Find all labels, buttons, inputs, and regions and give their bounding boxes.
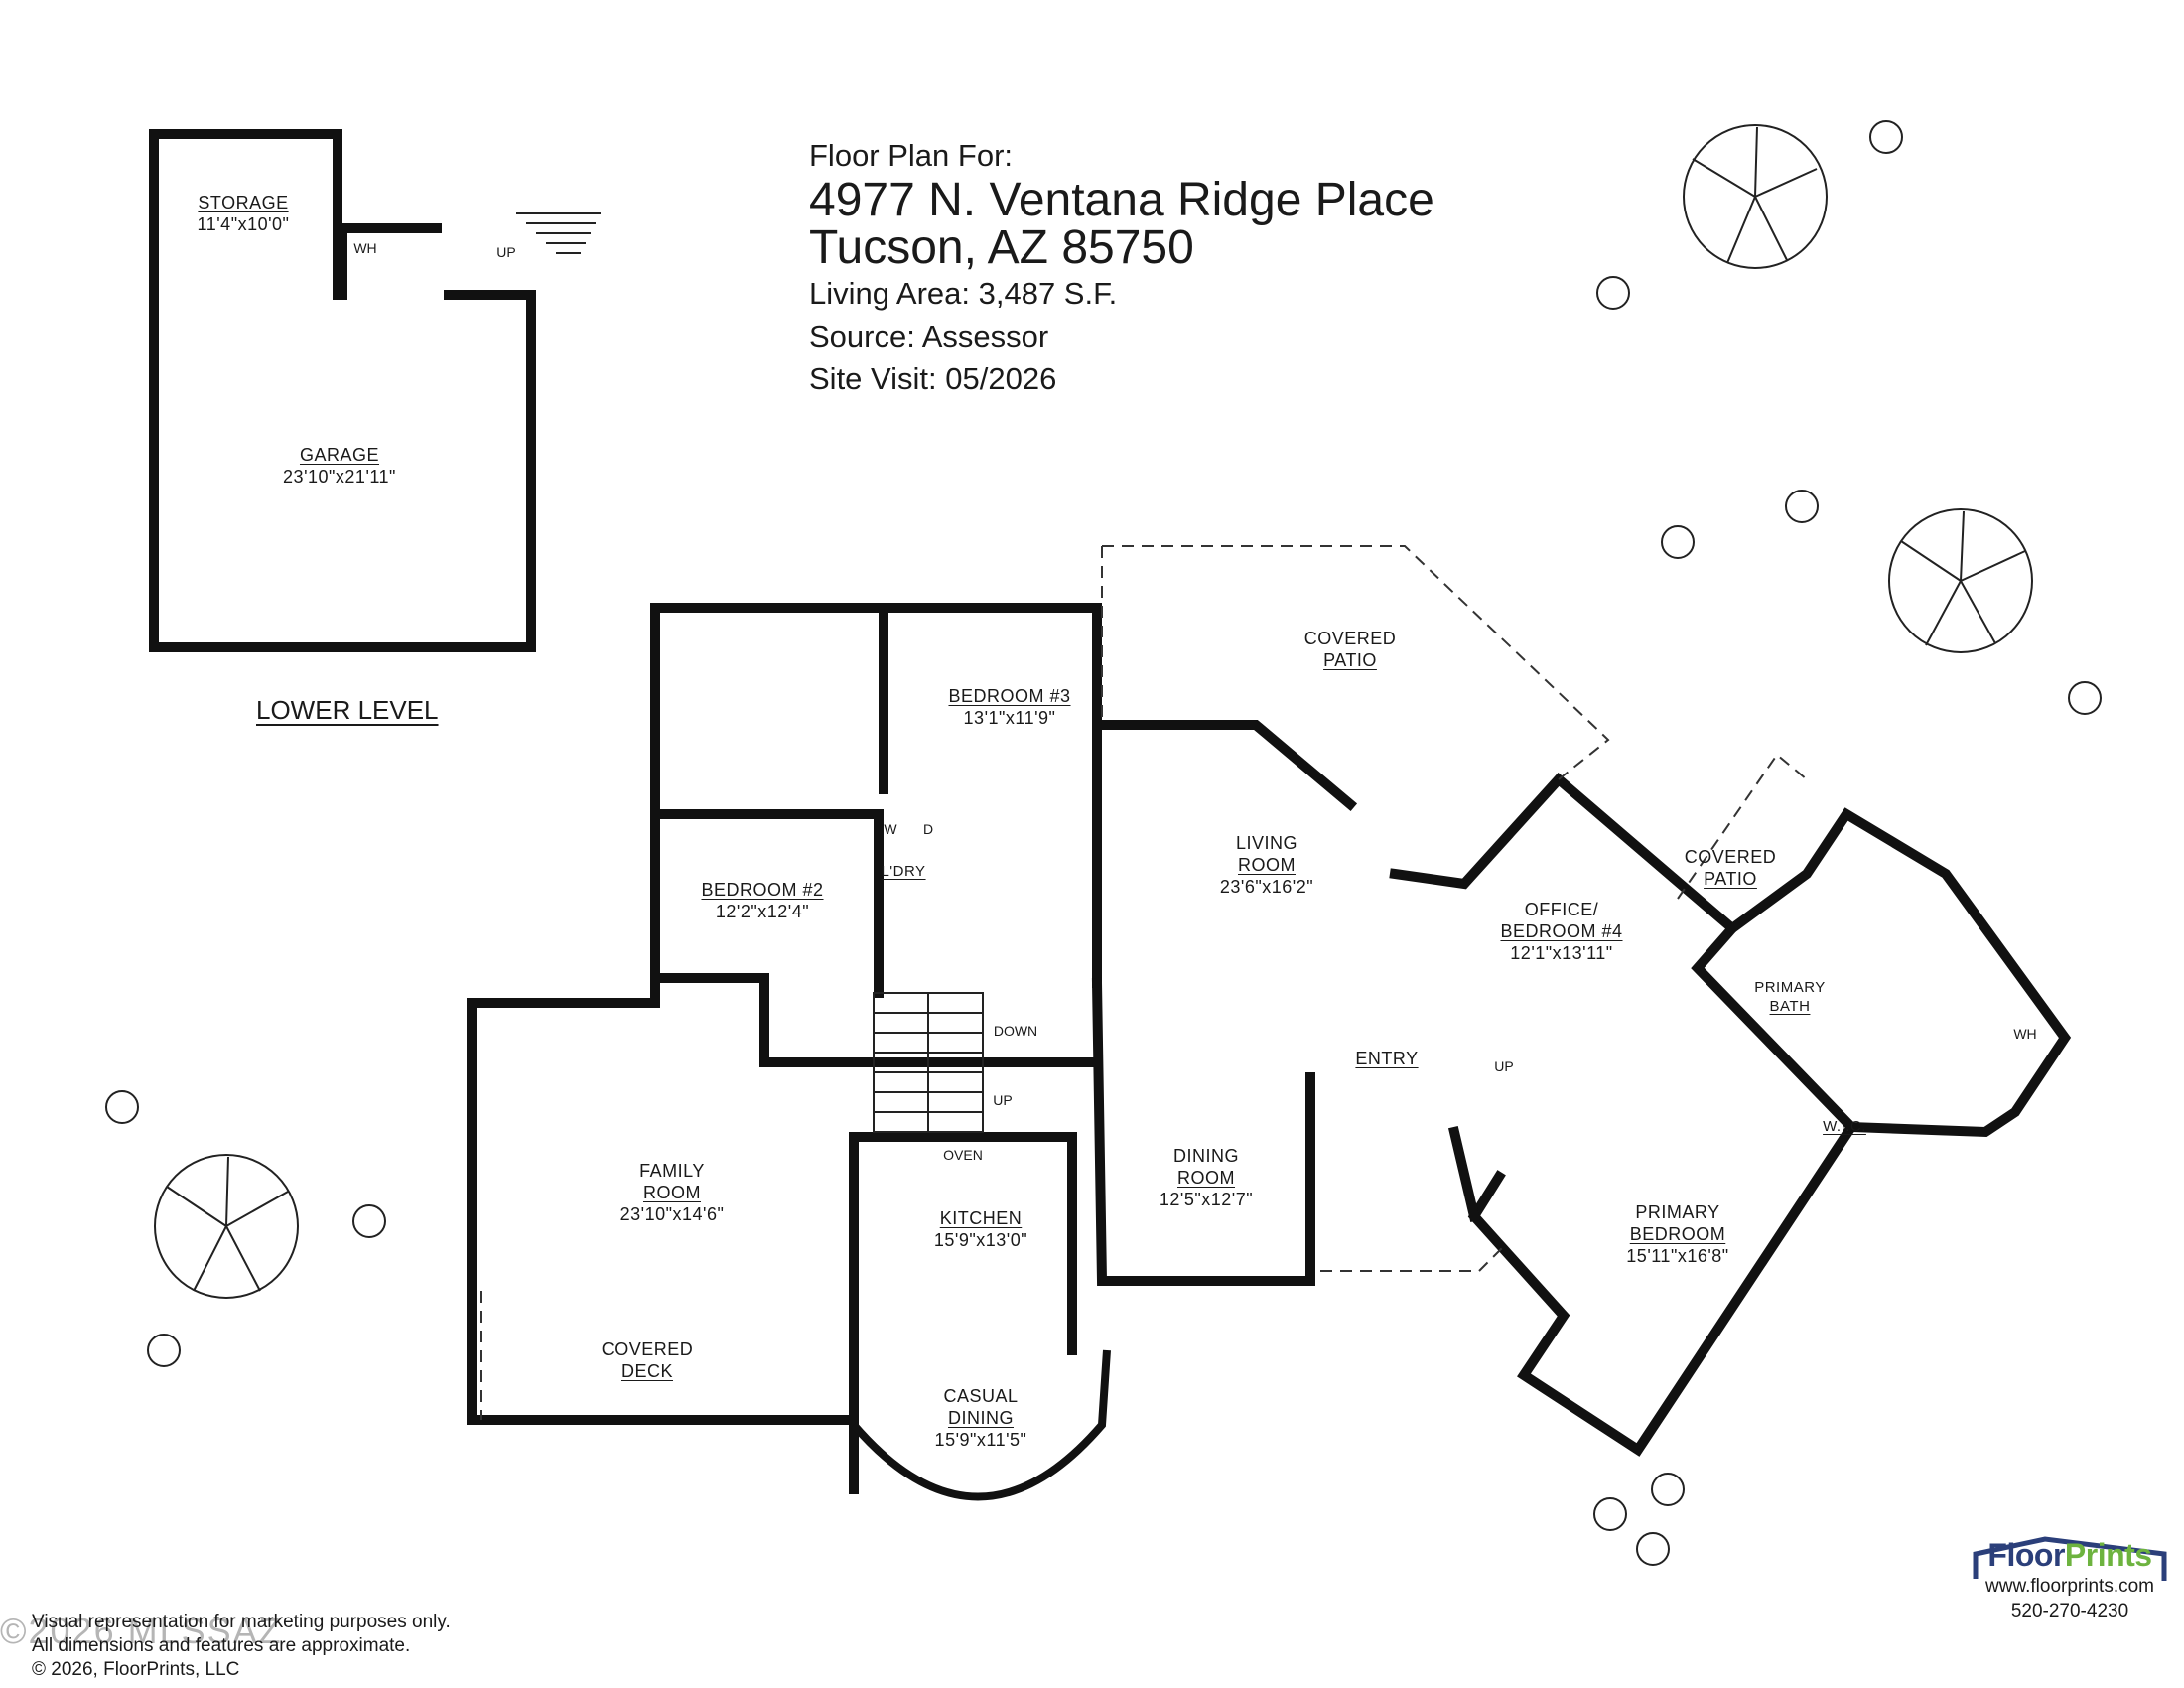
room-laundry: L'DRY — [881, 863, 926, 880]
water-heater-label: WH — [353, 240, 377, 256]
room-kitchen: KITCHEN 15'9"x13'0" — [933, 1208, 1028, 1250]
lower-level-label: LOWER LEVEL — [256, 695, 439, 725]
plan-label: Floor Plan For: — [809, 138, 1014, 173]
room-bedroom-2: BEDROOM #2 12'2"x12'4" — [701, 880, 824, 921]
stairs-up-label-lower: UP — [496, 244, 516, 260]
copyright: © 2026, FloorPrints, LLC — [32, 1659, 240, 1680]
disclaimer: Visual representation for marketing purp… — [32, 1611, 451, 1682]
west-wall — [467, 603, 660, 1425]
tree-icon — [105, 120, 2102, 1566]
living-area: Living Area: 3,487 S.F. — [809, 276, 1118, 311]
bay-window-wall — [850, 1349, 1111, 1501]
room-garage: GARAGE 23'10"x21'11" — [283, 445, 396, 487]
garage-walls — [149, 129, 536, 652]
source: Source: Assessor — [809, 319, 1049, 353]
floorprints-logo-icon — [1973, 1536, 2167, 1581]
stairs-down-label: DOWN — [993, 1023, 1038, 1039]
room-family: FAMILY ROOM 23'10"x14'6" — [619, 1161, 725, 1224]
washer-label: W — [884, 821, 897, 837]
water-heater-label-bath: WH — [2013, 1026, 2037, 1042]
site-visit: Site Visit: 05/2026 — [809, 361, 1057, 396]
room-walk-in-closet: W.I.C. — [1823, 1118, 1866, 1135]
room-covered-patio-top: COVERED PATIO — [1303, 629, 1397, 670]
brand-name-a: Floor — [1987, 1537, 2065, 1573]
room-casual-dining: CASUAL DINING 15'9"x11'5" — [934, 1386, 1027, 1450]
room-dining: DINING ROOM 12'5"x12'7" — [1159, 1146, 1254, 1209]
room-bedroom-3: BEDROOM #3 13'1"x11'9" — [948, 686, 1071, 728]
address-line-2: Tucson, AZ 85750 — [809, 221, 1194, 274]
brand-url: www.floorprints.com — [1985, 1576, 2154, 1597]
title-block: Floor Plan For: 4977 N. Ventana Ridge Pl… — [809, 134, 1434, 400]
room-covered-deck: COVERED DECK — [601, 1339, 694, 1381]
room-entry: ENTRY — [1355, 1049, 1419, 1068]
room-office: OFFICE/ BEDROOM #4 12'1"x13'11" — [1500, 900, 1623, 963]
room-primary-bath: PRIMARY BATH — [1754, 979, 1826, 1015]
room-primary-bedroom: PRIMARY BEDROOM 15'11"x16'8" — [1626, 1202, 1729, 1266]
stairs-up-label: UP — [993, 1092, 1013, 1108]
floorprints-brand: FloorPrints www.floorprints.com 520-270-… — [1971, 1537, 2169, 1623]
room-storage: STORAGE 11'4"x10'0" — [197, 193, 290, 234]
brand-name-b: Prints — [2064, 1537, 2152, 1573]
mls-watermark: ©2026 MLSSAZ — [0, 1611, 283, 1651]
brand-name: FloorPrints — [1971, 1537, 2169, 1574]
entry-up-label: UP — [1494, 1058, 1514, 1074]
room-living: LIVING ROOM 23'6"x16'2" — [1219, 833, 1314, 897]
east-wing-walls — [1389, 773, 1858, 1457]
disclaimer-line-1: Visual representation for marketing purp… — [32, 1612, 451, 1632]
oven-label: OVEN — [943, 1147, 983, 1163]
room-covered-patio-right: COVERED PATIO — [1684, 847, 1777, 889]
disclaimer-line-2: All dimensions and features are approxim… — [32, 1635, 411, 1656]
dryer-label: D — [922, 821, 934, 837]
address-line-1: 4977 N. Ventana Ridge Place — [809, 174, 1434, 226]
brand-phone: 520-270-4230 — [2010, 1601, 2129, 1621]
